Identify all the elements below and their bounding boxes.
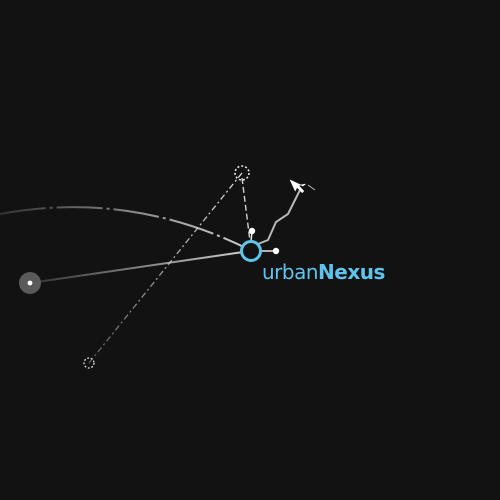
brand-logo: urbanNexus [262,262,385,282]
gray-node-center [27,280,33,286]
bottom-dotted-node [83,357,95,369]
logo-suffix: Nexus [318,260,385,284]
arrow-icon [289,179,316,193]
logo-prefix: urban [262,260,319,284]
link-top-node-to-hub [241,177,251,242]
link-gray-node-to-hub [29,250,251,284]
hub-node [240,240,262,262]
link-hub-to-arrow [257,189,301,245]
top-dotted-node [234,165,250,181]
hub-tick-dot-up [248,227,256,235]
link-bottom-node-to-top-node [88,172,243,364]
hub-tick-dot-right [272,247,280,255]
arc-link [0,206,251,251]
